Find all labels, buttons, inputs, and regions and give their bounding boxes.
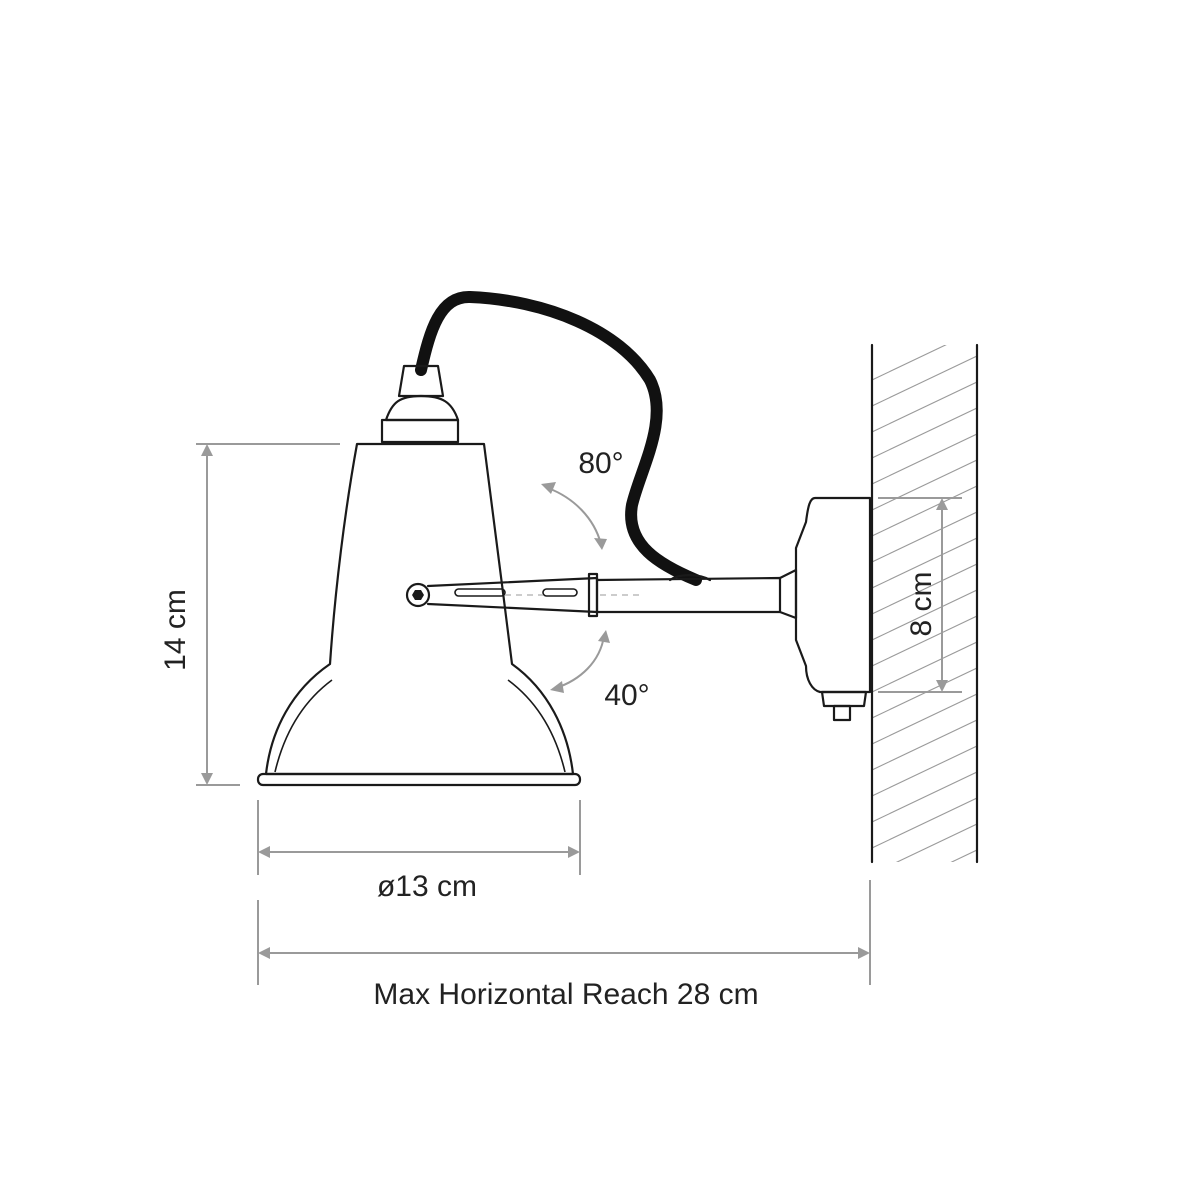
diameter-label: ø13 cm (377, 870, 477, 903)
tilt-down-label: 40° (604, 679, 649, 712)
shade-collar (380, 418, 460, 444)
hatch-line (872, 407, 977, 459)
hatch-line (872, 433, 977, 485)
tilt-up-label: 80° (578, 447, 623, 480)
hatch-line (950, 849, 977, 862)
wall (870, 343, 979, 926)
height-label: 14 cm (159, 589, 192, 671)
hatch-line (872, 345, 947, 381)
hatch-line (872, 719, 977, 771)
hatch-line (895, 823, 977, 862)
hatch-line (872, 641, 977, 693)
wall-hatching (872, 345, 977, 926)
backplate-label: 8 cm (905, 571, 938, 636)
reach-dimension (257, 880, 871, 985)
hatch-line (872, 355, 977, 407)
hatch-line (872, 797, 977, 849)
height-dimension (196, 443, 340, 786)
wall-mount-box (794, 496, 872, 722)
hatch-line (872, 563, 977, 615)
hatch-line (872, 459, 977, 511)
shade-rim (256, 772, 582, 787)
reach-label: Max Horizontal Reach 28 cm (373, 978, 758, 1011)
hatch-line (872, 745, 977, 797)
lamp-shade (256, 364, 582, 787)
tilt-down-arrow (550, 630, 610, 693)
hatch-line (872, 615, 977, 667)
hatch-line (872, 693, 977, 745)
hatch-line (872, 589, 977, 641)
backplate-dimension (878, 497, 962, 693)
cable (415, 291, 702, 586)
lamp-arm (405, 568, 798, 620)
tilt-up-arrow (541, 482, 607, 550)
hatch-line (872, 876, 977, 926)
hatch-line (872, 537, 977, 589)
bulb-holder (384, 394, 460, 422)
switch-knob (820, 690, 868, 708)
hatch-line (872, 511, 977, 563)
hatch-line (872, 381, 977, 433)
hatch-line (872, 771, 977, 823)
diameter-dimension (257, 800, 581, 875)
hatch-line (872, 485, 977, 537)
cable-grip (397, 364, 445, 398)
